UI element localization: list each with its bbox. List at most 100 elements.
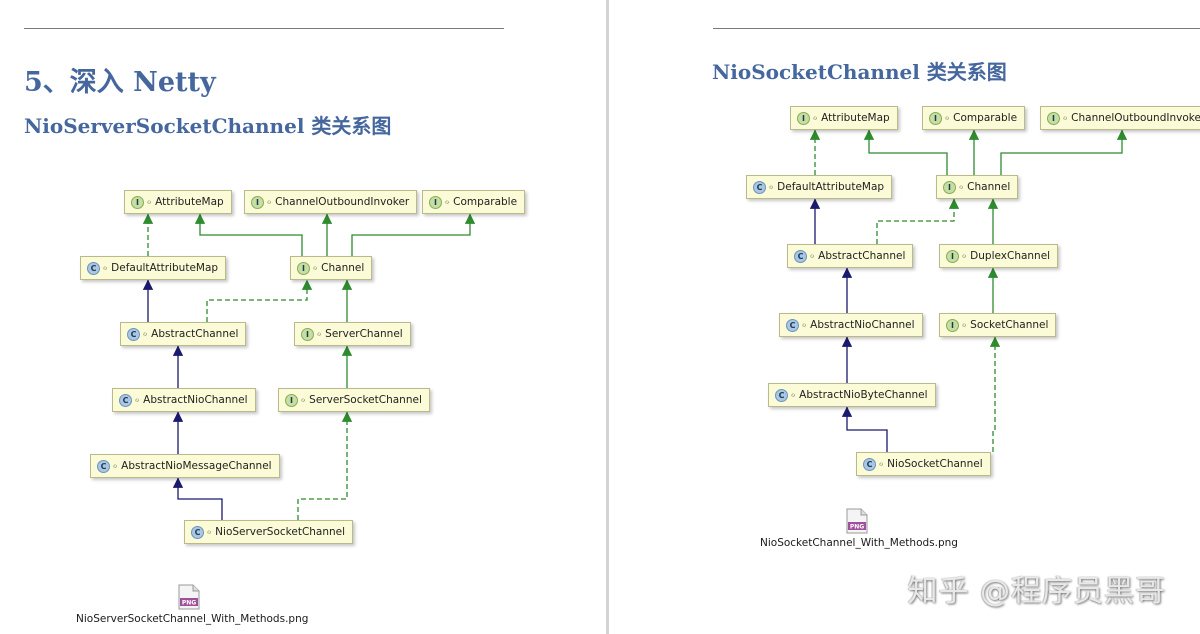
visibility-icon: ℴ	[301, 395, 306, 405]
interface-icon: I	[797, 111, 810, 125]
node-label: Channel	[967, 181, 1011, 193]
class-icon: C	[775, 388, 788, 402]
interface-icon: I	[251, 195, 264, 209]
interface-icon: I	[285, 393, 298, 407]
visibility-icon: ℴ	[267, 197, 272, 207]
class-icon: C	[87, 261, 100, 275]
node-label: AbstractNioByteChannel	[799, 389, 928, 401]
top-rule	[24, 28, 504, 29]
png-file-icon[interactable]: PNG	[846, 508, 868, 534]
diagram-title: NioSocketChannel 类关系图	[712, 60, 1007, 84]
node-label: AbstractChannel	[151, 328, 239, 340]
visibility-icon: ℴ	[962, 251, 967, 261]
visibility-icon: ℴ	[802, 320, 807, 330]
file-icon-text: PNG	[182, 600, 196, 607]
node-label: AbstractNioChannel	[143, 394, 248, 406]
page-divider	[606, 0, 609, 634]
visibility-icon: ℴ	[445, 197, 450, 207]
node-label: AttributeMap	[155, 196, 224, 208]
visibility-icon: ℴ	[317, 329, 322, 339]
interface-icon: I	[297, 261, 310, 275]
interface-icon: I	[946, 249, 959, 263]
visibility-icon: ℴ	[791, 390, 796, 400]
interface-icon: I	[1047, 111, 1060, 125]
node-label: AbstractNioMessageChannel	[121, 460, 272, 472]
diagram-title: NioServerSocketChannel 类关系图	[24, 114, 392, 138]
node-label: ServerChannel	[325, 328, 403, 340]
node-label: Comparable	[453, 196, 518, 208]
node-label: ServerSocketChannel	[309, 394, 422, 406]
class-diagram-edges	[142, 213, 476, 520]
visibility-icon: ℴ	[962, 320, 967, 330]
node-label: Channel	[321, 262, 365, 274]
attachment-filename[interactable]: NioSocketChannel_With_Methods.png	[760, 537, 958, 549]
interface-icon: I	[929, 111, 942, 125]
interface-icon: I	[946, 318, 959, 332]
visibility-icon: ℴ	[879, 459, 884, 469]
visibility-icon: ℴ	[313, 263, 318, 273]
interface-icon: I	[943, 180, 956, 194]
visibility-icon: ℴ	[103, 263, 108, 273]
class-icon: C	[97, 459, 110, 473]
class-icon: C	[786, 318, 799, 332]
interface-icon: I	[131, 195, 144, 209]
png-file-icon[interactable]: PNG	[178, 584, 200, 610]
node-label: ChannelOutboundInvoker	[1071, 112, 1200, 124]
node-label: DuplexChannel	[970, 250, 1051, 262]
class-icon: C	[863, 457, 876, 471]
visibility-icon: ℴ	[1063, 113, 1068, 123]
visibility-icon: ℴ	[113, 461, 118, 471]
visibility-icon: ℴ	[135, 395, 140, 405]
visibility-icon: ℴ	[147, 197, 152, 207]
class-icon: C	[794, 249, 807, 263]
visibility-icon: ℴ	[810, 251, 815, 261]
section-title: 5、深入 Netty	[24, 67, 216, 98]
interface-icon: I	[429, 195, 442, 209]
class-icon: C	[127, 327, 140, 341]
node-label: DefaultAttributeMap	[111, 262, 219, 274]
node-label: NioServerSocketChannel	[215, 526, 346, 538]
visibility-icon: ℴ	[959, 182, 964, 192]
class-icon: C	[119, 393, 132, 407]
visibility-icon: ℴ	[769, 182, 774, 192]
visibility-icon: ℴ	[143, 329, 148, 339]
node-label: Comparable	[953, 112, 1018, 124]
node-label: SocketChannel	[970, 319, 1049, 331]
class-icon: C	[191, 525, 204, 539]
file-icon-text: PNG	[850, 524, 864, 531]
node-label: AttributeMap	[821, 112, 890, 124]
node-label: NioSocketChannel	[887, 458, 983, 470]
node-label: AbstractChannel	[818, 250, 906, 262]
node-label: ChannelOutboundInvoker	[275, 196, 410, 208]
class-diagram-edges	[809, 129, 1128, 452]
visibility-icon: ℴ	[813, 113, 818, 123]
node-label: DefaultAttributeMap	[777, 181, 885, 193]
visibility-icon: ℴ	[207, 527, 212, 537]
top-rule	[713, 28, 1200, 29]
attachment-filename[interactable]: NioServerSocketChannel_With_Methods.png	[76, 613, 309, 625]
visibility-icon: ℴ	[945, 113, 950, 123]
watermark: 知乎 @程序员黑哥	[907, 574, 1166, 609]
